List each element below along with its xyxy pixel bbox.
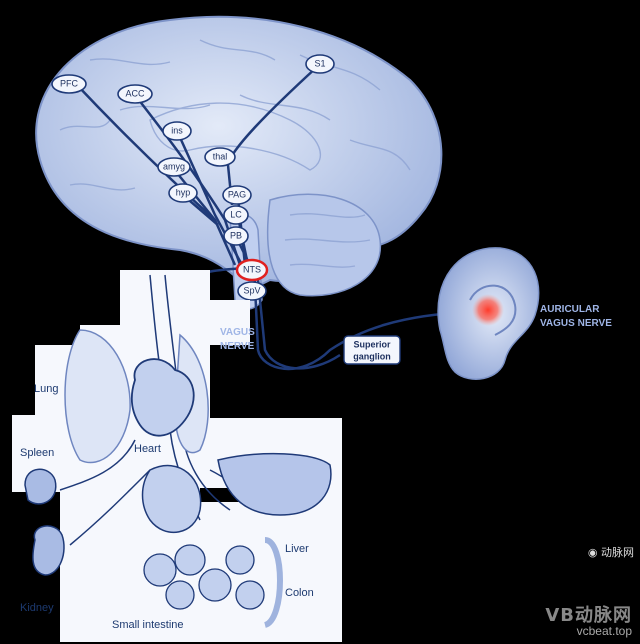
node-acc-label: ACC xyxy=(125,88,145,98)
node-nts: NTS xyxy=(235,258,269,282)
watermark-brand: VB动脉网 xyxy=(545,604,632,626)
node-pfc: PFC xyxy=(51,74,87,94)
ear xyxy=(437,247,540,380)
node-lc-label: LC xyxy=(230,209,242,219)
auricular-label-line1: AURICULAR xyxy=(540,304,600,315)
node-spv: SpV xyxy=(237,281,267,301)
node-amyg: amyg xyxy=(157,157,191,177)
body-panel xyxy=(12,270,342,642)
spleen xyxy=(24,468,57,505)
organ-label-lung: Lung xyxy=(34,383,58,395)
node-ins: ins xyxy=(162,121,192,141)
superior-ganglion: Superior ganglion xyxy=(343,335,401,365)
wechat-watermark-text: 动脉网 xyxy=(601,546,634,559)
node-ins-label: ins xyxy=(171,125,183,135)
node-pag-label: PAG xyxy=(228,189,246,199)
auricular-label-line2: VAGUS NERVE xyxy=(540,318,612,329)
watermark-site: vcbeat.top xyxy=(576,624,632,639)
node-pb-label: PB xyxy=(230,230,242,240)
liver xyxy=(217,452,332,516)
superior-ganglion-line1: Superior xyxy=(353,339,391,349)
node-s1-label: S1 xyxy=(314,58,325,68)
node-pb: PB xyxy=(223,226,249,246)
node-amyg-label: amyg xyxy=(163,161,185,171)
stimulation-point xyxy=(472,294,504,326)
node-thal-label: thal xyxy=(213,151,228,161)
kidney xyxy=(32,525,65,576)
organ-label-kidney: Kidney xyxy=(20,602,54,614)
site-watermark: VB动脉网 vcbeat.top xyxy=(545,604,632,639)
node-acc: ACC xyxy=(117,84,153,104)
vagus-nerve-label-line2: NERVE xyxy=(220,341,255,352)
intestines xyxy=(143,537,283,628)
heart xyxy=(130,358,195,437)
organ-label-heart: Heart xyxy=(134,443,161,455)
organ-label-spleen: Spleen xyxy=(20,447,54,459)
vagus-nerve-label-line1: VAGUS xyxy=(220,327,255,338)
wechat-icon: ◉ xyxy=(587,546,598,559)
node-nts-label: NTS xyxy=(243,264,261,274)
organ-label-small-intestine: Small intestine xyxy=(112,619,184,631)
wechat-watermark: ◉ 动脉网 xyxy=(588,544,634,560)
node-s1: S1 xyxy=(305,54,335,74)
node-hyp: hyp xyxy=(168,183,198,203)
node-pag: PAG xyxy=(222,185,252,205)
organ-label-colon: Colon xyxy=(285,587,314,599)
superior-ganglion-line2: ganglion xyxy=(353,351,391,361)
node-lc: LC xyxy=(223,205,249,225)
organ-label-liver: Liver xyxy=(285,543,309,555)
node-spv-label: SpV xyxy=(243,285,260,295)
node-pfc-label: PFC xyxy=(60,78,79,88)
node-thal: thal xyxy=(204,147,236,167)
stomach xyxy=(141,464,202,534)
node-hyp-label: hyp xyxy=(176,187,191,197)
